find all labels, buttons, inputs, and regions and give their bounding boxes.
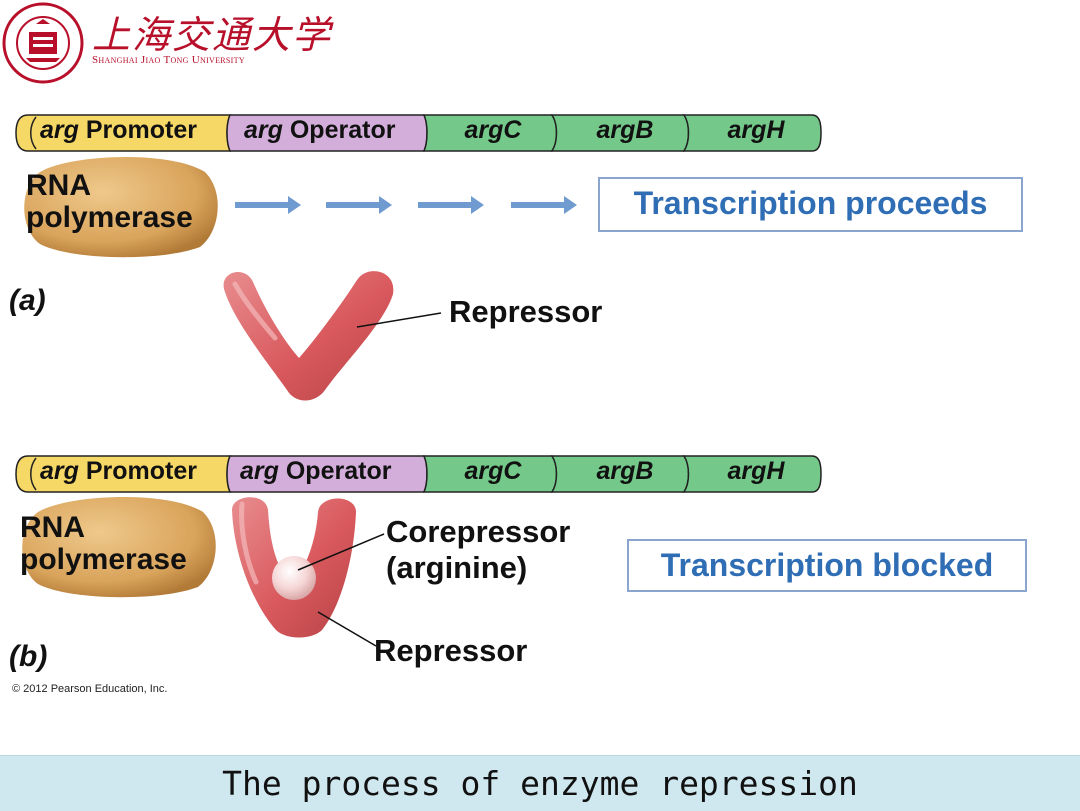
- operator-label-b: arg Operator: [240, 457, 392, 485]
- status-transcription-proceeds: Transcription proceeds: [598, 177, 1023, 232]
- rna-polymerase-shape-b: [22, 496, 216, 598]
- promoter-label-b: arg Promoter: [40, 457, 197, 485]
- callout-leader-lines-b: [297, 533, 385, 647]
- copyright-notice: © 2012 Pearson Education, Inc.: [12, 683, 168, 695]
- operon-dna-bar-b: [15, 455, 822, 493]
- operon-dna-bar-a: [15, 114, 822, 152]
- gene-argB-label-a: argB: [596, 116, 654, 144]
- gene-argH-label-b: argH: [727, 457, 785, 485]
- repressor-shape-a: [223, 271, 394, 401]
- panel-label-a: (a): [9, 284, 46, 317]
- transcription-arrows: [235, 196, 577, 214]
- university-name-english: Shanghai Jiao Tong University: [92, 54, 245, 66]
- rna-polymerase-label-a: RNA polymerase: [26, 169, 193, 234]
- repressor-label-b: Repressor: [374, 633, 528, 668]
- gene-argC-label-a: argC: [464, 116, 522, 144]
- slide-caption: The process of enzyme repression: [0, 755, 1080, 811]
- rna-polymerase-label-b: RNA polymerase: [20, 511, 187, 576]
- rna-polymerase-shape-a: [24, 156, 218, 258]
- panel-label-b: (b): [9, 640, 48, 673]
- corepressor-label: Corepressor (arginine): [386, 514, 571, 585]
- gene-argC-label-b: argC: [464, 457, 522, 485]
- operator-label-a: arg Operator: [244, 116, 396, 144]
- university-seal-logo: [2, 2, 84, 84]
- promoter-label-a: arg Promoter: [40, 116, 197, 144]
- gene-argH-label-a: argH: [727, 116, 785, 144]
- status-transcription-blocked: Transcription blocked: [627, 539, 1027, 592]
- university-name-chinese: 上海交通大学: [92, 13, 333, 57]
- repressor-label-a: Repressor: [449, 294, 603, 329]
- gene-argB-label-b: argB: [596, 457, 654, 485]
- repressor-leader-line-a: [356, 312, 442, 328]
